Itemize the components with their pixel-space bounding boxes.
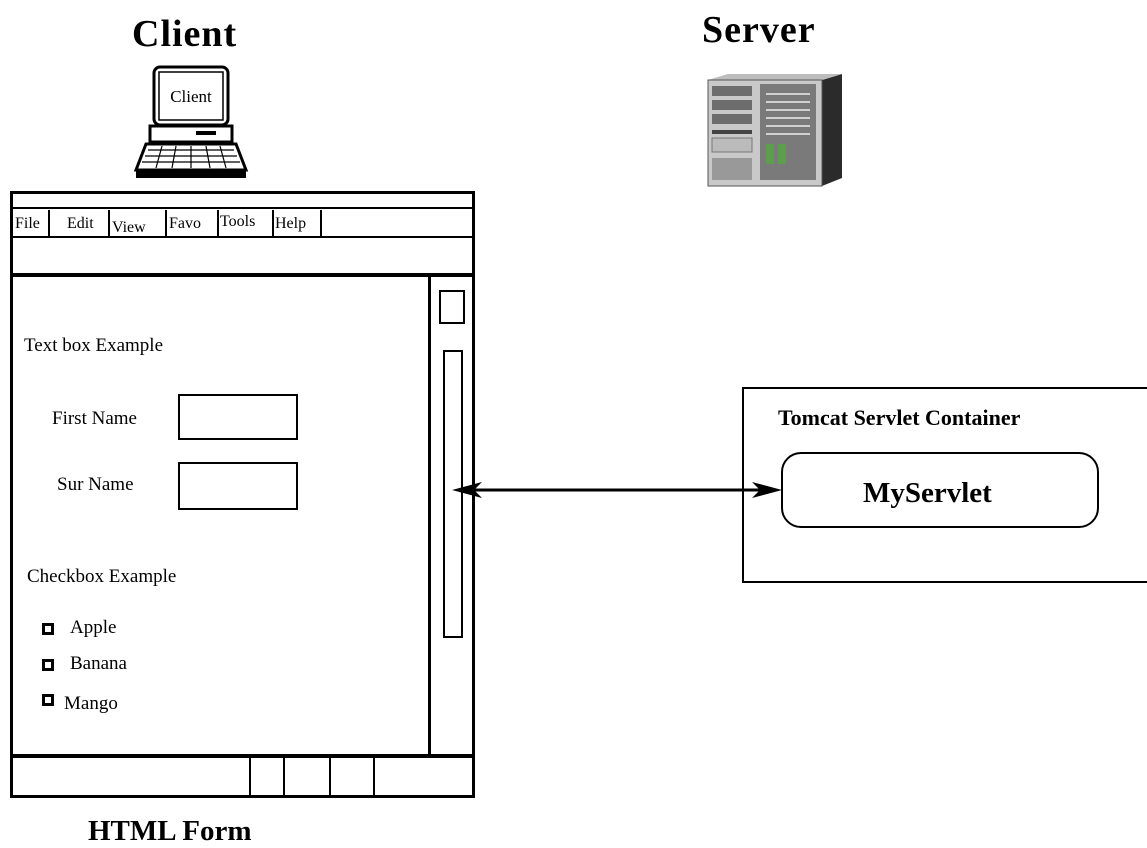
- scroll-up-button[interactable]: [439, 290, 465, 324]
- myservlet-label: MyServlet: [863, 477, 992, 509]
- menu-separator: [272, 210, 274, 238]
- tomcat-container-title: Tomcat Servlet Container: [778, 405, 1021, 430]
- apple-checkbox[interactable]: [42, 623, 54, 635]
- server-title: Server: [702, 9, 816, 51]
- status-segment: [283, 758, 285, 798]
- menu-help[interactable]: Help: [275, 215, 307, 232]
- server-icon: [707, 74, 842, 187]
- scrollbar-divider: [428, 275, 431, 755]
- menu-view[interactable]: View: [112, 219, 146, 236]
- menu-separator: [48, 210, 50, 238]
- mango-label: Mango: [64, 693, 118, 714]
- myservlet-box: [781, 452, 1099, 528]
- status-bar-divider: [10, 754, 475, 758]
- html-form-caption: HTML Form: [88, 815, 252, 847]
- menu-edit[interactable]: Edit: [67, 215, 94, 232]
- textbox-heading: Text box Example: [24, 335, 164, 356]
- first-name-label: First Name: [52, 408, 137, 429]
- menu-separator: [165, 210, 167, 238]
- menu-separator: [217, 210, 219, 238]
- monitor-label: Client: [170, 87, 212, 106]
- title-bar-divider: [10, 207, 475, 209]
- banana-label: Banana: [70, 653, 127, 674]
- banana-checkbox[interactable]: [42, 659, 54, 671]
- request-response-arrow: [452, 482, 782, 498]
- apple-label: Apple: [70, 617, 117, 638]
- menu-favorites[interactable]: Favo: [169, 215, 201, 232]
- checkbox-heading: Checkbox Example: [27, 566, 177, 587]
- sur-name-input[interactable]: [178, 462, 298, 510]
- scrollbar-thumb[interactable]: [443, 350, 463, 638]
- menu-separator: [108, 210, 110, 238]
- status-segment: [249, 758, 251, 798]
- menu-file[interactable]: File: [15, 215, 40, 232]
- mango-checkbox[interactable]: [42, 694, 54, 706]
- first-name-input[interactable]: [178, 394, 298, 440]
- client-computer-icon: Client: [133, 65, 249, 178]
- menu-separator: [320, 210, 322, 238]
- menu-tools[interactable]: Tools: [220, 213, 256, 230]
- status-segment: [329, 758, 331, 798]
- menu-bar-divider: [10, 236, 475, 238]
- tomcat-container: [742, 387, 1147, 583]
- status-segment: [373, 758, 375, 798]
- sur-name-label: Sur Name: [57, 474, 134, 495]
- toolbar-divider: [10, 273, 475, 277]
- client-title: Client: [132, 13, 238, 55]
